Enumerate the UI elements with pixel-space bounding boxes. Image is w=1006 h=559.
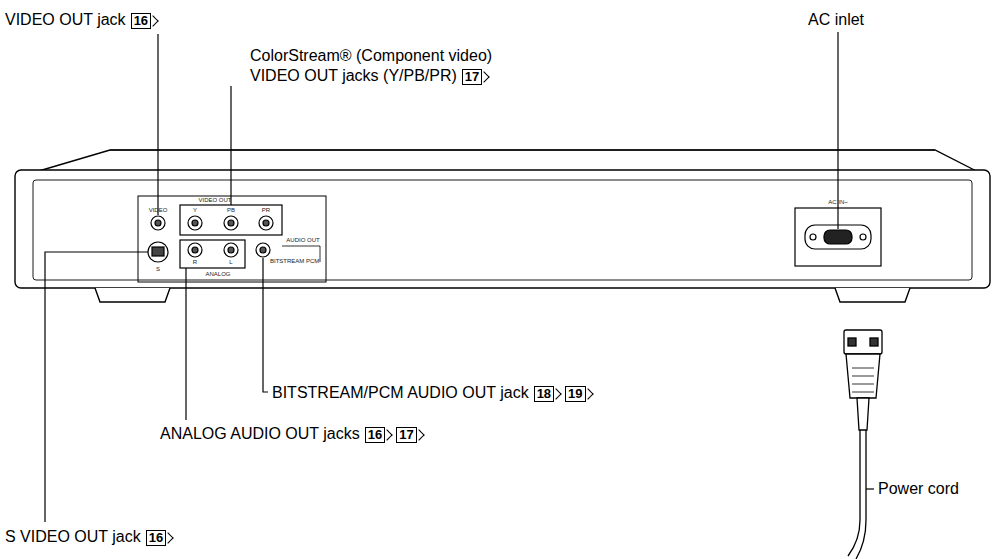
panel-marking-group: L [222,259,240,266]
panel-marking-group: PB [222,207,240,214]
panel-marking: VIDEO [149,207,168,213]
part-label-group: ANALOG AUDIO OUT jacks 16 17 [160,424,423,444]
panel-marking: PR [262,207,270,213]
player-body [15,150,990,302]
panel-marking-group: VIDEO [141,207,175,214]
panel-marking: VIDEO OUT [198,197,231,203]
panel-marking: AC IN~ [828,199,848,205]
callout-number: 17 [396,427,416,443]
part-label: VIDEO OUT jack [5,11,126,28]
part-label-group: ColorStream® (Component video) VIDEO OUT… [250,46,512,86]
panel-marking-group: BITSTREAM PCM [270,258,310,265]
panel-marking: S [156,266,160,272]
part-label-group: Power cord [878,479,959,499]
panel-marking-group: ANALOG [195,271,241,278]
panel-marking-group: R [186,259,204,266]
panel-marking-group: PR [257,207,275,214]
panel-marking: BITSTREAM PCM [270,258,319,264]
leader-lines [45,32,874,522]
panel-marking-group: AUDIO OUT [283,237,323,244]
panel-marking-group: VIDEO OUT [185,197,245,204]
part-label-group: S VIDEO OUT jack 16 [5,527,172,547]
part-label: Power cord [878,480,959,497]
part-label-group: AC inlet [808,10,864,30]
part-label-group: VIDEO OUT jack 16 [5,10,157,30]
part-label: ANALOG AUDIO OUT jacks [160,425,360,442]
part-label-group: BITSTREAM/PCM AUDIO OUT jack 18 19 [272,383,592,403]
panel-marking: Y [193,207,197,213]
callout-number: 19 [565,386,585,402]
part-label: AC inlet [808,11,864,28]
callout-number: 18 [534,386,554,402]
panel-marking: L [229,259,232,265]
panel-marking-group: Y [186,207,204,214]
power-cord [844,330,882,559]
callout-number: 17 [462,69,482,85]
panel-marking: R [193,259,197,265]
callout-number: 16 [146,530,166,546]
panel-marking: AUDIO OUT [286,237,319,243]
panel-marking-group: AC IN~ [808,199,868,206]
panel-marking: PB [227,207,235,213]
part-label: ColorStream® (Component video) VIDEO OUT… [250,47,492,84]
callout-number: 16 [365,427,385,443]
part-label: BITSTREAM/PCM AUDIO OUT jack [272,384,529,401]
panel-marking-group: S [150,266,166,273]
jacks [148,216,273,262]
panel-marking: ANALOG [205,271,230,277]
callout-number: 16 [131,13,151,29]
part-label: S VIDEO OUT jack [5,528,141,545]
